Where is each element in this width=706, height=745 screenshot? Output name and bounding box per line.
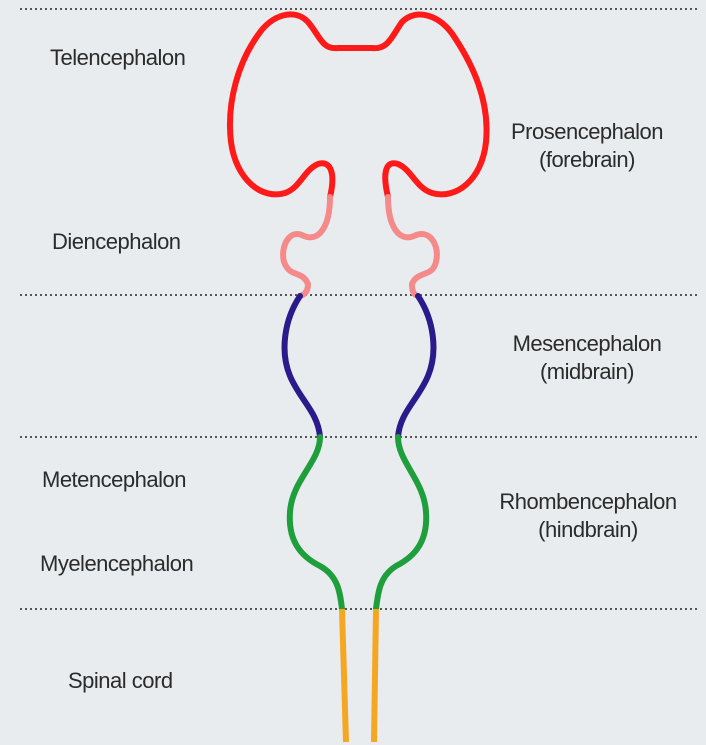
telencephalon-outline [230,14,487,197]
label-hindbrain: (hindbrain) [478,516,698,544]
mesencephalon-right [398,296,433,437]
label-mesencephalon-group: Mesencephalon (midbrain) [494,330,680,385]
mesencephalon-left [285,296,320,437]
rhombencephalon-right [376,437,426,609]
label-rhombencephalon-group: Rhombencephalon (hindbrain) [478,488,698,543]
label-mesencephalon: Mesencephalon [494,330,680,358]
label-prosencephalon-group: Prosencephalon (forebrain) [494,118,680,173]
label-diencephalon: Diencephalon [52,228,181,256]
label-forebrain: (forebrain) [494,146,680,174]
rhombencephalon-left [290,437,342,609]
spinal-cord-left [342,609,346,742]
diencephalon-right [388,197,437,296]
label-metencephalon: Metencephalon [42,466,186,494]
label-rhombencephalon: Rhombencephalon [478,488,698,516]
spinal-cord-right [374,609,376,742]
label-telencephalon: Telencephalon [50,44,185,72]
label-midbrain: (midbrain) [494,358,680,386]
label-myelencephalon: Myelencephalon [40,550,193,578]
label-spinal-cord: Spinal cord [68,667,173,695]
label-prosencephalon: Prosencephalon [494,118,680,146]
diencephalon-left [283,197,330,296]
